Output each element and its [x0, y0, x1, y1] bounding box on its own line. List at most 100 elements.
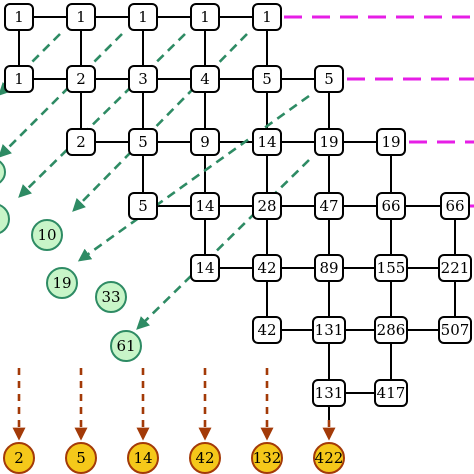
grid-node-label: 5 — [262, 70, 272, 88]
grid-node-131: 131 — [312, 379, 346, 407]
grid-node-box — [66, 3, 96, 31]
grid-node-box — [252, 3, 282, 31]
grid-node-box — [128, 65, 158, 93]
green-arrow-3 — [72, 33, 248, 212]
orange-circle-shape — [65, 442, 97, 474]
grid-node-label: 417 — [377, 384, 406, 402]
grid-node-box — [4, 65, 34, 93]
orange-circle-nodes: 2 5 14 42 132 422 — [3, 442, 345, 474]
orange-circle-2: 2 — [3, 442, 35, 474]
grid-node-label: 5 — [138, 133, 148, 151]
grid-node-label: 47 — [319, 197, 338, 215]
orange-circle-label: 42 — [195, 449, 214, 467]
green-circle-shape — [110, 330, 142, 362]
grid-node-box — [312, 379, 346, 407]
grid-node-2: 2 — [66, 65, 96, 93]
grid-node-3: 3 — [128, 65, 158, 93]
orange-circle-label: 5 — [76, 449, 86, 467]
grid-node-label: 66 — [445, 197, 464, 215]
grid-node-label: 9 — [200, 133, 210, 151]
grid-node-box — [252, 254, 282, 282]
grid-node-label: 131 — [315, 321, 344, 339]
green-circle-label: 19 — [52, 274, 71, 292]
grid-node-box — [252, 316, 282, 344]
grid-node-1: 1 — [190, 3, 220, 31]
grid-node-14: 14 — [190, 254, 220, 282]
grid-node-box — [128, 3, 158, 31]
green-arrow-2 — [18, 33, 186, 198]
green-circle-shape — [95, 281, 127, 313]
grid-node-label: 2 — [76, 70, 86, 88]
green-circle-label: 10 — [37, 226, 56, 244]
grid-node-1: 1 — [252, 3, 282, 31]
orange-circle-14: 14 — [127, 442, 159, 474]
grid-node-5: 5 — [252, 65, 282, 93]
green-arrow-1 — [0, 33, 123, 158]
grid-node-47: 47 — [314, 192, 344, 220]
green-diagonal-arrows — [0, 33, 310, 330]
grid-node-box — [374, 379, 408, 407]
green-circle-cropped — [0, 160, 6, 184]
grid-node-label: 286 — [377, 321, 406, 339]
green-circle-shape — [31, 219, 63, 251]
grid-node-5: 5 — [314, 65, 344, 93]
green-circle-shape — [46, 267, 78, 299]
grid-node-box — [190, 192, 220, 220]
grid-node-507: 507 — [438, 316, 472, 344]
grid-node-1: 1 — [128, 3, 158, 31]
grid-node-box — [376, 128, 406, 156]
grid-node-label: 28 — [257, 197, 276, 215]
grid-node-5: 5 — [128, 128, 158, 156]
green-circle-label: 61 — [116, 337, 135, 355]
grid-node-box — [66, 65, 96, 93]
grid-node-box — [252, 192, 282, 220]
orange-circle-shape — [189, 442, 221, 474]
grid-node-box — [438, 316, 472, 344]
grid-node-label: 1 — [14, 70, 24, 88]
grid-node-label: 14 — [195, 259, 214, 277]
grid-node-box — [190, 65, 220, 93]
orange-circle-132: 132 — [251, 442, 283, 474]
orange-down-arrows — [12, 368, 336, 441]
green-circle-19: 19 — [46, 267, 78, 299]
grid-node-box — [128, 128, 158, 156]
grid-node-box — [312, 316, 346, 344]
grid-node-42: 42 — [252, 316, 282, 344]
orange-circle-shape — [313, 442, 345, 474]
grid-node-label: 507 — [441, 321, 470, 339]
grid-node-4: 4 — [190, 65, 220, 93]
grid-node-label: 1 — [14, 8, 24, 26]
green-circle-10: 10 — [31, 219, 63, 251]
orange-circle-422: 422 — [313, 442, 345, 474]
grid-node-66: 66 — [440, 192, 470, 220]
grid-node-14: 14 — [252, 128, 282, 156]
grid-node-417: 417 — [374, 379, 408, 407]
grid-node-label: 5 — [138, 197, 148, 215]
grid-node-19: 19 — [376, 128, 406, 156]
grid-node-1: 1 — [66, 3, 96, 31]
grid-node-label: 89 — [319, 259, 338, 277]
green-circle-61: 61 — [110, 330, 142, 362]
grid-node-box — [128, 192, 158, 220]
grid-node-1: 1 — [4, 65, 34, 93]
green-circle-33: 33 — [95, 281, 127, 313]
green-circle-nodes: 610193361 — [0, 160, 142, 362]
grid-node-box — [314, 128, 344, 156]
grid-node-box — [252, 128, 282, 156]
grid-node-label: 155 — [377, 259, 406, 277]
grid-node-box — [252, 65, 282, 93]
orange-circle-shape — [251, 442, 283, 474]
grid-node-label: 42 — [257, 259, 276, 277]
grid-node-box — [190, 128, 220, 156]
grid-node-2: 2 — [66, 128, 96, 156]
grid-node-28: 28 — [252, 192, 282, 220]
grid-node-label: 5 — [324, 70, 334, 88]
grid-node-box — [4, 3, 34, 31]
grid-node-box — [190, 254, 220, 282]
orange-circle-label: 422 — [315, 449, 344, 467]
grid-node-label: 14 — [257, 133, 276, 151]
grid-node-1: 1 — [4, 3, 34, 31]
orange-circle-label: 14 — [133, 449, 152, 467]
